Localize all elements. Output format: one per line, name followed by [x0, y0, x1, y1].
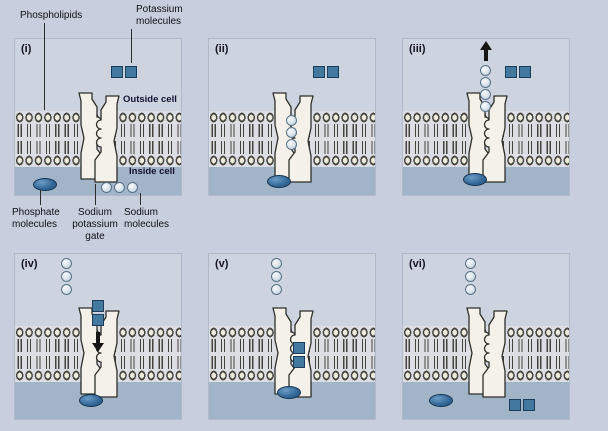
phosphate-molecule — [33, 178, 57, 191]
panel-vi: (vi) — [402, 253, 570, 420]
sodium-potassium-gate — [78, 92, 120, 183]
panel-iv: (iv) — [14, 253, 182, 420]
up-arrow-icon — [480, 41, 492, 61]
phosphate-molecule — [463, 173, 487, 186]
sodium-molecule — [61, 258, 72, 269]
potassium-molecule — [92, 300, 104, 312]
label-phospholipids: Phospholipids — [20, 10, 83, 21]
sodium-molecule — [286, 139, 297, 150]
phosphate-molecule — [79, 394, 103, 407]
sodium-potassium-gate — [466, 307, 508, 398]
phosphate-molecule — [277, 386, 301, 399]
outside-cell-region — [403, 254, 569, 326]
panel-label: (v) — [215, 258, 229, 270]
potassium-molecule — [125, 66, 137, 78]
potassium-molecule — [509, 399, 521, 411]
sodium-molecule — [480, 77, 491, 88]
sodium-molecule — [465, 284, 476, 295]
leader-line-phosphate — [40, 190, 41, 205]
leader-line-potassium — [131, 29, 132, 63]
potassium-molecule — [293, 356, 305, 368]
label-outside-cell: Outside cell — [123, 94, 177, 105]
outside-cell-region — [209, 39, 375, 111]
sodium-molecule — [286, 127, 297, 138]
down-arrow-icon — [92, 332, 104, 352]
label-potassium-molecules: Potassium molecules — [136, 4, 183, 27]
panel-label: (iii) — [409, 43, 426, 55]
panel-v: (v) — [208, 253, 376, 420]
sodium-molecule — [271, 284, 282, 295]
panel-label: (i) — [21, 43, 32, 55]
sodium-molecule — [101, 182, 112, 193]
label-sodium-molecules: Sodium molecules — [124, 207, 170, 230]
panel-iii: (iii) — [402, 38, 570, 196]
potassium-molecule — [523, 399, 535, 411]
sodium-molecule — [271, 258, 282, 269]
potassium-molecule — [313, 66, 325, 78]
panel-label: (vi) — [409, 258, 426, 270]
panel-ii: (ii) — [208, 38, 376, 196]
potassium-molecule — [92, 314, 104, 326]
sodium-molecule — [271, 271, 282, 282]
outside-cell-region — [15, 39, 181, 111]
panel-label: (ii) — [215, 43, 229, 55]
potassium-molecule — [293, 342, 305, 354]
sodium-molecule — [480, 101, 491, 112]
sodium-molecule — [286, 115, 297, 126]
leader-line-gate — [95, 184, 96, 205]
panel-label: (iv) — [21, 258, 38, 270]
leader-line-sodium — [140, 193, 141, 205]
phosphate-molecule — [429, 394, 453, 407]
label-sodium-potassium-gate: Sodium potassium gate — [72, 207, 118, 242]
potassium-molecule — [111, 66, 123, 78]
label-inside-cell: Inside cell — [129, 166, 175, 177]
label-phosphate-molecules: Phosphate molecules — [12, 207, 60, 230]
phosphate-molecule — [267, 175, 291, 188]
sodium-molecule — [465, 258, 476, 269]
potassium-molecule — [327, 66, 339, 78]
sodium-molecule — [114, 182, 125, 193]
sodium-molecule — [127, 182, 138, 193]
potassium-molecule — [505, 66, 517, 78]
outside-cell-region — [209, 254, 375, 326]
panel-i: (i) Outside cell Inside cell — [14, 38, 182, 196]
sodium-molecule — [61, 284, 72, 295]
sodium-molecule — [480, 89, 491, 100]
leader-line-phospholipids — [44, 23, 45, 110]
sodium-molecule — [61, 271, 72, 282]
sodium-molecule — [465, 271, 476, 282]
potassium-molecule — [519, 66, 531, 78]
sodium-molecule — [480, 65, 491, 76]
